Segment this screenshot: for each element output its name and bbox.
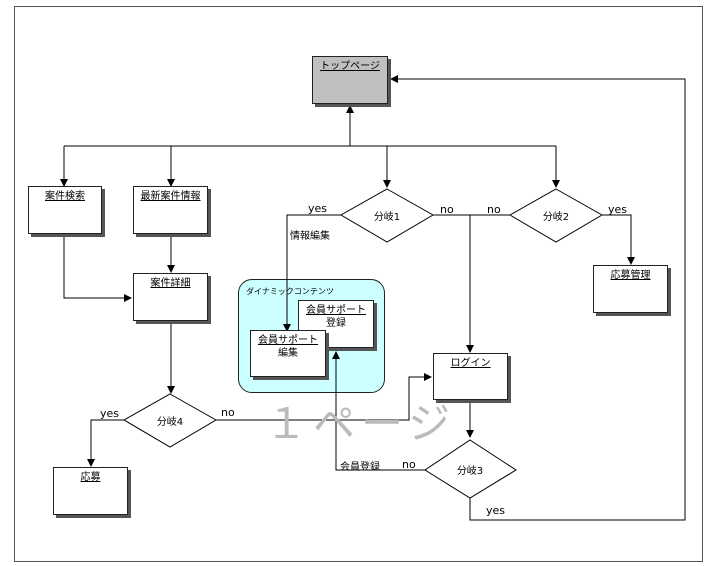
detail-label: 案件詳細 bbox=[150, 278, 191, 289]
b2-no-label: no bbox=[487, 203, 501, 216]
member-register-label-1: 会員サポート bbox=[306, 305, 366, 316]
branch-3-diamond bbox=[424, 439, 517, 499]
top-page-node: トップページ bbox=[312, 56, 388, 104]
branch-2-diamond bbox=[508, 188, 604, 243]
b4-no-label: no bbox=[221, 406, 235, 419]
member-edit-label-2: 編集 bbox=[278, 348, 298, 359]
login-node: ログイン bbox=[433, 353, 508, 400]
top-page-label: トップページ bbox=[320, 61, 380, 72]
edge-b2-apply-manage bbox=[602, 214, 635, 265]
member-edit-node: 会員サポート 編集 bbox=[250, 330, 326, 377]
b1-no-label: no bbox=[440, 203, 454, 216]
branch-4-diamond bbox=[122, 393, 218, 448]
search-label: 案件検索 bbox=[45, 191, 85, 202]
detail-node: 案件詳細 bbox=[133, 273, 208, 321]
branch-4-label: 分岐4 bbox=[156, 417, 184, 428]
apply-label: 応募 bbox=[80, 472, 101, 483]
b2-yes-label: yes bbox=[608, 203, 628, 216]
b1-yes-label: yes bbox=[308, 202, 328, 215]
dynamic-content-title: ダイナミックコンテンツ bbox=[246, 287, 334, 296]
diagram-frame bbox=[14, 6, 703, 562]
b1-edit-label: 情報編集 bbox=[290, 231, 330, 242]
search-node: 案件検索 bbox=[28, 186, 102, 234]
apply-node: 応募 bbox=[53, 467, 128, 515]
latest-label: 最新案件情報 bbox=[140, 191, 201, 202]
b3-no-label: no bbox=[402, 458, 416, 471]
edge-b1-member-edit bbox=[283, 214, 341, 332]
branch-3-label: 分岐3 bbox=[456, 466, 484, 477]
edge-b4-apply bbox=[87, 419, 124, 467]
member-edit-label-1: 会員サポート bbox=[258, 335, 318, 346]
edge-b3-member-reg bbox=[332, 351, 425, 471]
edge-b3-top-page bbox=[390, 75, 686, 521]
page-watermark: １ページ bbox=[265, 399, 457, 448]
login-label: ログイン bbox=[450, 358, 491, 369]
edge-b4-login bbox=[216, 373, 432, 421]
b3-reg-label: 会員登録 bbox=[340, 462, 380, 473]
branch-2-label: 分岐2 bbox=[542, 212, 570, 223]
branch-1-label: 分岐1 bbox=[373, 212, 401, 223]
latest-node: 最新案件情報 bbox=[133, 186, 208, 234]
apply-manage-node: 応募管理 bbox=[593, 265, 668, 313]
b3-yes-label: yes bbox=[486, 504, 506, 517]
b4-yes-label: yes bbox=[100, 407, 120, 420]
branch-1-diamond bbox=[339, 188, 435, 243]
apply-manage-label: 応募管理 bbox=[610, 270, 651, 281]
member-register-label-2: 登録 bbox=[326, 318, 346, 329]
edge-search-detail bbox=[63, 235, 132, 302]
